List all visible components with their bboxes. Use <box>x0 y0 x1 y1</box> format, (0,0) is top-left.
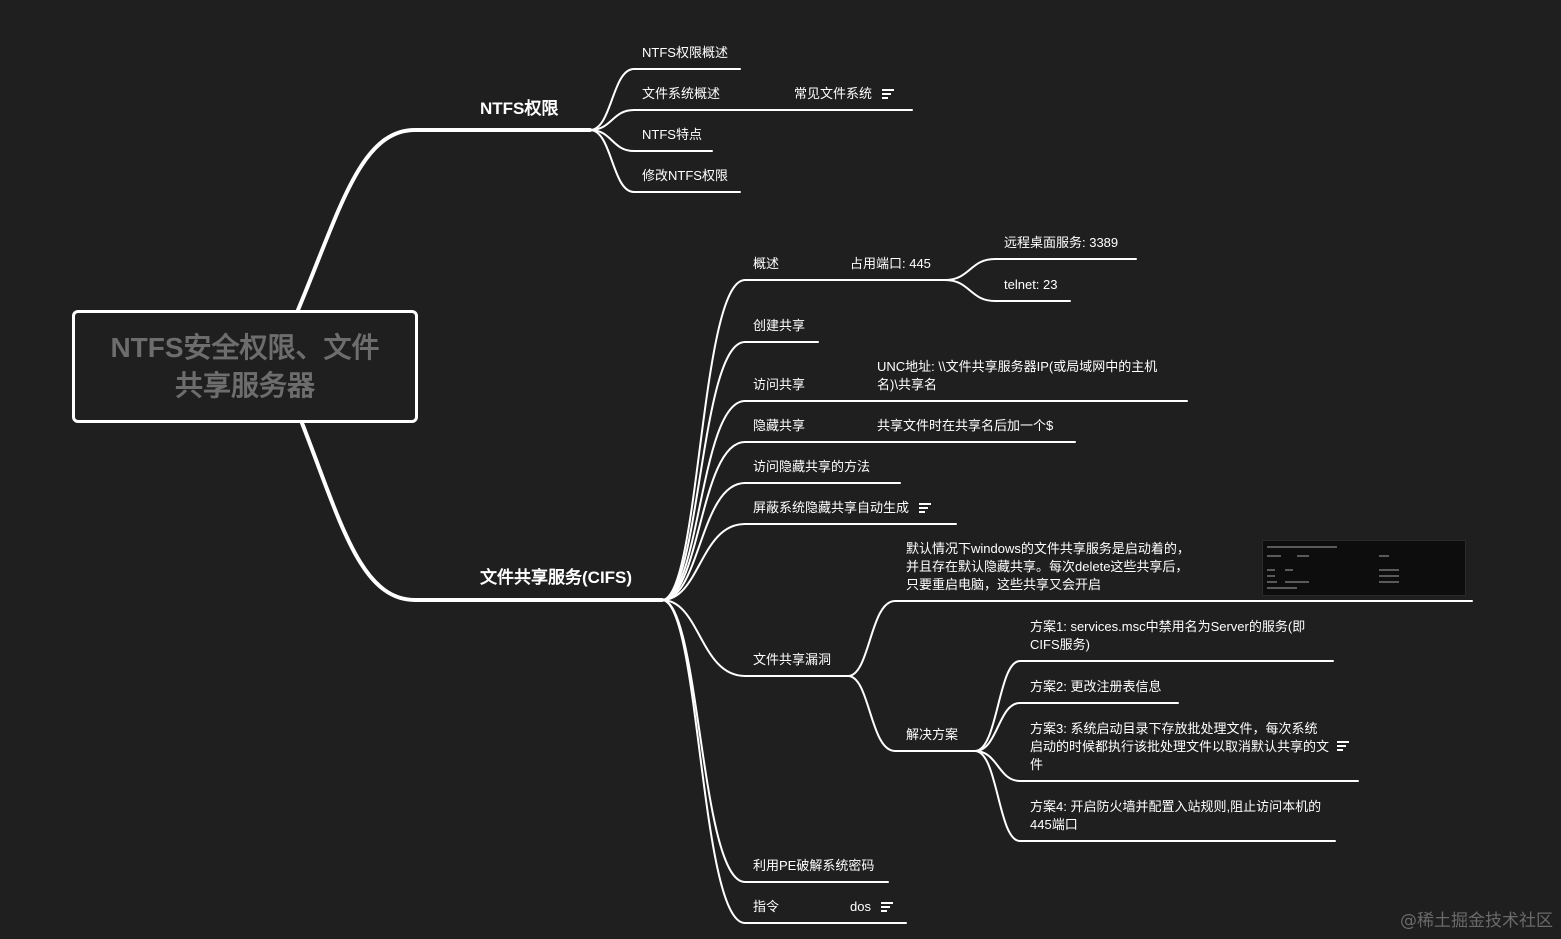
node-telnet-23[interactable]: telnet: 23 <box>1004 277 1058 292</box>
node-block-hidden-share-label: 屏蔽系统隐藏共享自动生成 <box>753 500 910 515</box>
note-lines-icon[interactable] <box>882 88 895 99</box>
node-cifs-overview[interactable]: 概述 <box>753 256 780 271</box>
node-ntfs-features[interactable]: NTFS特点 <box>642 127 702 142</box>
root-node[interactable]: NTFS安全权限、文件共享服务器 <box>72 310 418 423</box>
screenshot-thumbnail[interactable] <box>1262 540 1466 596</box>
node-modify-ntfs[interactable]: 修改NTFS权限 <box>642 168 728 183</box>
node-dos[interactable]: dos <box>850 898 893 916</box>
node-common-fs-label: 常见文件系统 <box>794 86 873 101</box>
node-solution-1[interactable]: 方案1: services.msc中禁用名为Server的服务(即CIFS服务) <box>1030 619 1306 652</box>
node-vuln-description[interactable]: 默认情况下windows的文件共享服务是启动着的，并且存在默认隐藏共享。每次de… <box>906 541 1190 592</box>
branch-file-sharing-cifs[interactable]: 文件共享服务(CIFS) <box>480 568 633 587</box>
note-lines-icon[interactable] <box>919 502 932 513</box>
node-unc-address[interactable]: UNC地址: \\文件共享服务器IP(或局域网中的主机名)\共享名 <box>877 359 1158 392</box>
node-share-vulnerability[interactable]: 文件共享漏洞 <box>753 652 832 667</box>
note-lines-icon[interactable] <box>1337 741 1349 751</box>
node-hidden-share-desc[interactable]: 共享文件时在共享名后加一个$ <box>877 418 1054 433</box>
node-pe-password-crack[interactable]: 利用PE破解系统密码 <box>753 858 875 873</box>
node-solution-4[interactable]: 方案4: 开启防火墙并配置入站规则,阻止访问本机的445端口 <box>1030 799 1322 832</box>
node-block-hidden-share[interactable]: 屏蔽系统隐藏共享自动生成 <box>753 499 932 517</box>
note-lines-icon[interactable] <box>880 901 893 912</box>
node-dos-label: dos <box>850 899 871 914</box>
node-create-share[interactable]: 创建共享 <box>753 318 806 333</box>
node-rdp-3389[interactable]: 远程桌面服务: 3389 <box>1004 235 1119 250</box>
node-fs-overview[interactable]: 文件系统概述 <box>642 86 721 101</box>
node-port-445[interactable]: 占用端口: 445 <box>850 256 931 271</box>
branch-ntfs-permissions[interactable]: NTFS权限 <box>480 99 559 118</box>
node-solutions[interactable]: 解决方案 <box>906 727 959 742</box>
node-access-share[interactable]: 访问共享 <box>753 377 806 392</box>
node-solution-3[interactable]: 方案3: 系统启动目录下存放批处理文件，每次系统启动的时候都执行该批处理文件以取… <box>1030 721 1330 772</box>
node-access-hidden-share[interactable]: 访问隐藏共享的方法 <box>753 459 871 474</box>
node-solution-2[interactable]: 方案2: 更改注册表信息 <box>1030 679 1162 694</box>
node-common-fs[interactable]: 常见文件系统 <box>794 85 895 103</box>
watermark: @稀土掘金技术社区 <box>1400 911 1553 931</box>
node-hidden-share[interactable]: 隐藏共享 <box>753 418 806 433</box>
node-command[interactable]: 指令 <box>753 899 780 914</box>
node-ntfs-overview[interactable]: NTFS权限概述 <box>642 45 728 60</box>
